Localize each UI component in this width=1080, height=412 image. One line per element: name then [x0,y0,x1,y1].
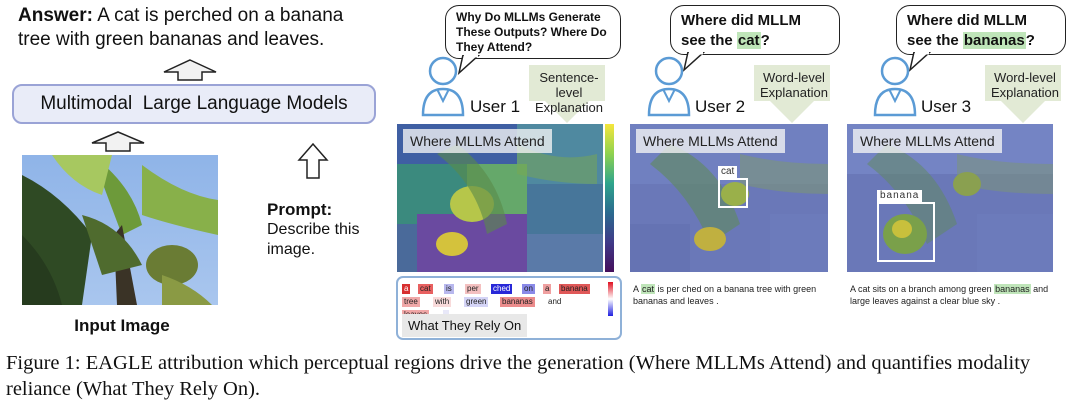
explanation-arrow [985,65,1061,123]
reliance-label: What They Rely On [402,314,528,337]
bubble-tail [457,55,481,76]
token-chip: per [465,284,481,294]
sentence-text: A cat sits on a branch among green [850,284,995,294]
up-arrow-icon [163,59,217,81]
question-text: Why Do MLLMs Generate These Outputs? Whe… [456,10,607,54]
sentence-text: is per ched on a banana tree with green … [633,284,817,306]
caption-name-cap: E [85,352,99,374]
bubble-tail [908,52,932,73]
token-chip: tree [402,297,420,307]
panel-label: Where MLLMs Attend [403,129,552,153]
input-image [22,155,218,305]
question-bubble-user1: Why Do MLLMs Generate These Outputs? Whe… [445,5,621,59]
token-chip: with [433,297,452,307]
user-icon [873,56,917,117]
token-chip: green [464,297,489,307]
banana-bounding-box [877,202,935,262]
bounding-box-label: banana [877,190,923,202]
prompt-text: Prompt: Describe this image. [267,200,387,260]
attention-colorbar [605,124,614,272]
explanation-label: Word-level Explanation [760,70,828,100]
question-highlight: bananas [962,32,1026,49]
attention-map-panel-2: Where MLLMs Attend cat [630,124,828,272]
token-chip: ched [491,284,513,294]
sentence-highlight: cat [641,284,656,294]
token-chip: and [546,297,564,307]
token-chip: is [444,284,454,294]
question-suffix: ? [760,32,770,49]
token-chip: on [522,284,535,294]
attention-map-panel-1: Where MLLMs Attend [397,124,603,272]
prompt-content: Describe this image. [267,221,360,258]
question-suffix: ? [1025,32,1035,49]
token-chip: cat [418,284,433,294]
panel-label: Where MLLMs Attend [636,129,785,153]
prompt-label: Prompt: [267,200,333,219]
explanation-label: Word-level Explanation [991,70,1059,100]
user-label: User 3 [921,97,972,116]
panel-label: Where MLLMs Attend [853,129,1002,153]
sentence-user3: A cat sits on a branch among green banan… [850,283,1055,307]
model-box-label: Multimodal Large Language Models [40,93,348,114]
answer-content: A cat is perched on a banana tree with g… [18,5,344,50]
sentence-text: and large leaves against a clear blue sk… [850,284,1049,306]
answer-label: Answer: [18,5,93,26]
token-chip: banana [559,284,590,294]
user-icon [421,56,465,117]
up-arrow-icon [91,131,145,152]
question-text: Where did MLLM see the [681,12,801,49]
sentence-user2: A cat is per ched on a banana tree with … [633,283,833,307]
user-icon [647,56,691,117]
input-image-label: Input Image [74,316,170,335]
caption-prefix: Figure 1: [6,352,86,374]
figure-caption: Figure 1: EAGLE attribution which percep… [6,350,1076,402]
bounding-box-label: cat [718,166,738,178]
token-chip: a [543,284,552,294]
attention-map-panel-3: Where MLLMs Attend banana [847,124,1053,272]
caption-text: attribution which perceptual regions dri… [6,352,1031,400]
reliance-colorbar [608,282,613,316]
up-arrow-icon [297,142,329,179]
question-highlight: cat [736,32,761,49]
token-chip: bananas [500,297,535,307]
bubble-tail [682,52,706,73]
explanation-arrow [754,65,830,123]
cat-bounding-box [718,178,748,208]
token-chip: a [402,284,411,294]
model-box: Multimodal Large Language Models [12,84,376,124]
explanation-label: Sentence-level Explanation [535,70,603,115]
sentence-text: A [633,284,642,294]
answer-text: Answer: A cat is perched on a banana tre… [18,4,378,52]
user-label: User 2 [695,97,746,116]
question-text: Where did MLLM see the [907,12,1027,49]
explanation-arrow [529,65,605,123]
caption-name-rest: AGLE [98,352,153,374]
user-label: User 1 [470,97,521,116]
question-bubble-user3: Where did MLLM see the bananas? [896,5,1066,55]
question-bubble-user2: Where did MLLM see the cat? [670,5,840,55]
sentence-highlight: bananas [994,284,1031,294]
